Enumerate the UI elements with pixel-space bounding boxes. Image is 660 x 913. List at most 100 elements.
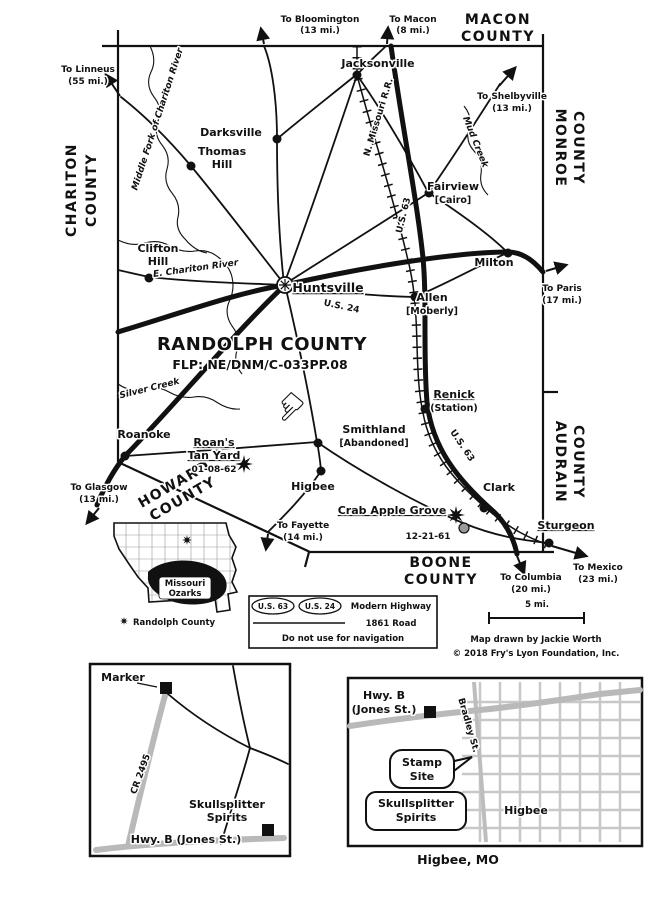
- legend-modern-highway-label: Modern Highway: [351, 602, 432, 612]
- direction-bloomington: To Bloomington: [281, 15, 360, 25]
- skullsplitter-label-2: Spirits: [207, 811, 248, 824]
- marker-inset-box: [88, 662, 292, 858]
- county-label-boone-2: COUNTY: [404, 572, 478, 588]
- scale-label: 5 mi.: [525, 600, 549, 610]
- inset-road-hwy-b: [93, 835, 287, 853]
- direction-columbia: To Columbia: [500, 573, 562, 583]
- missouri-outline: [113, 522, 239, 613]
- highway-shield-us63: [251, 597, 295, 615]
- higbee-inset-caption: Higbee, MO: [417, 852, 499, 867]
- town-label-renick: Renick: [433, 388, 475, 401]
- direction-paris-2: (17 mi.): [542, 296, 582, 306]
- direction-arrows: [85, 25, 589, 576]
- road-roanoke-smithland: [124, 441, 318, 457]
- county-label-macon: MACON: [465, 12, 531, 28]
- higbee-hwy-b-label: Hwy. B: [363, 689, 405, 702]
- highway-shield-us24: [298, 597, 342, 615]
- key-label-randolph-county: Randolph County: [133, 618, 216, 628]
- arrow-to-glasgow: [85, 507, 100, 526]
- town-label-fairview: Fairview: [427, 180, 479, 193]
- stamp-site-label-2: Site: [410, 770, 434, 783]
- arrow-to-shelbyville: [498, 65, 517, 87]
- border-bottom: [117, 461, 554, 554]
- town-label-clifton-hill: Clifton: [137, 242, 178, 255]
- higbee-hwy-b-label-2: (Jones St.): [352, 703, 417, 716]
- marker-inset: Marker CR 2495 Skullsplitter Spirits Hwy…: [88, 662, 292, 858]
- map-subtitle: FLP: NE/DNM/C-033PP.08: [172, 357, 347, 372]
- river-middle-fork-chariton: [148, 45, 208, 254]
- inset-old-road-1: [232, 665, 251, 749]
- road-darksville-jacksonville: [276, 74, 357, 140]
- highway-us63: [388, 43, 520, 557]
- highway-us24-west-glasgow: [94, 282, 288, 508]
- town-dot-smithland: [313, 438, 323, 448]
- arrow-to-fayette: [260, 533, 275, 552]
- town-dot-crab-apple-grove: [458, 522, 470, 534]
- map-title: RANDOLPH COUNTY: [157, 334, 368, 355]
- higbee-skullsplitter-label-2: Spirits: [396, 811, 437, 824]
- ozarks-label: Missouri: [165, 579, 206, 589]
- county-label-boone: BOONE: [409, 555, 472, 571]
- arrow-to-bloomington: [256, 26, 271, 45]
- town-label-milton: Milton: [474, 256, 513, 269]
- town-dot-fairview: [424, 188, 434, 198]
- direction-fayette-2: (14 mi.): [283, 533, 323, 543]
- county-seat-symbol-huntsville: [276, 276, 294, 294]
- site-label-roans-tan-yard-2: Tan Yard: [188, 449, 241, 462]
- missouri-state-inset: Missouri Ozarks Randolph County: [113, 522, 239, 628]
- ozarks-label-box: [158, 576, 212, 600]
- county-border: [102, 30, 558, 568]
- inset-old-road-3: [220, 747, 251, 845]
- higbee-hwy-b-square: [424, 706, 436, 718]
- road-jacksonville-fairview: [356, 74, 429, 193]
- direction-linneus: To Linneus: [61, 65, 115, 75]
- town-label-smithland-alt: [Abandoned]: [339, 438, 408, 449]
- road-fairview-shelbyville: [428, 83, 501, 193]
- county-label-audrain-2: COUNTY: [570, 425, 586, 499]
- inset-old-road-4: [167, 693, 251, 749]
- battle-burst-crab-apple-grove: [447, 506, 465, 524]
- stamp-site-label: Stamp: [402, 756, 442, 769]
- modern-highways: [94, 43, 546, 557]
- direction-shelbyville-2: (13 mi.): [492, 104, 532, 114]
- credit-line: Map drawn by Jackie Worth: [470, 635, 601, 645]
- direction-paris: To Paris: [542, 284, 582, 294]
- town-label-allen-alt: [Moberly]: [406, 306, 458, 317]
- town-label-allen: Allen: [416, 291, 447, 304]
- skullsplitter-bubble: [365, 791, 467, 831]
- legend-1861-road-label: 1861 Road: [366, 619, 417, 629]
- county-seat-star: [279, 279, 291, 291]
- stamp-site-bubble: [389, 749, 455, 789]
- arrow-to-mexico: [551, 545, 589, 560]
- town-label-higbee: Higbee: [291, 480, 335, 493]
- town-label-clark: Clark: [483, 481, 516, 494]
- higbee-skullsplitter-label: Skullsplitter: [378, 797, 455, 810]
- road-higbee-fayette: [267, 470, 322, 533]
- town-dot-higbee: [316, 466, 326, 476]
- direction-shelbyville: To Shelbyville: [477, 92, 547, 102]
- highway-shield-us24-label: U.S. 24: [305, 602, 335, 611]
- legend-disclaimer: Do not use for navigation: [282, 634, 404, 644]
- direction-mexico-2: (23 mi.): [578, 575, 618, 585]
- county-label-monroe-2: COUNTY: [570, 111, 586, 185]
- direction-linneus-2: (55 mi.): [68, 77, 108, 87]
- county-label-macon-2: COUNTY: [461, 29, 535, 45]
- highway-us24-east: [115, 249, 546, 335]
- county-label-chariton: CHARITON: [64, 143, 80, 237]
- highway-shield-us63-label: U.S. 63: [258, 602, 288, 611]
- direction-bloomington-2: (13 mi.): [300, 26, 340, 36]
- county-label-monroe: MONROE: [552, 109, 568, 188]
- inset-old-road-2: [249, 747, 289, 765]
- direction-fayette: To Fayette: [277, 521, 329, 531]
- marker-label: Marker: [101, 671, 145, 684]
- marker-leader-line: [136, 682, 158, 688]
- direction-macon-2: (8 mi.): [396, 26, 430, 36]
- town-label-thomas-hill: Thomas: [198, 145, 247, 158]
- border-tick-howard-boone: [303, 551, 311, 568]
- creek-label-silver: Silver Creek: [119, 377, 182, 402]
- town-label-renick-alt: (Station): [430, 403, 478, 414]
- town-label-thomas-hill-2: Hill: [212, 158, 233, 171]
- roads-1861: [117, 45, 549, 544]
